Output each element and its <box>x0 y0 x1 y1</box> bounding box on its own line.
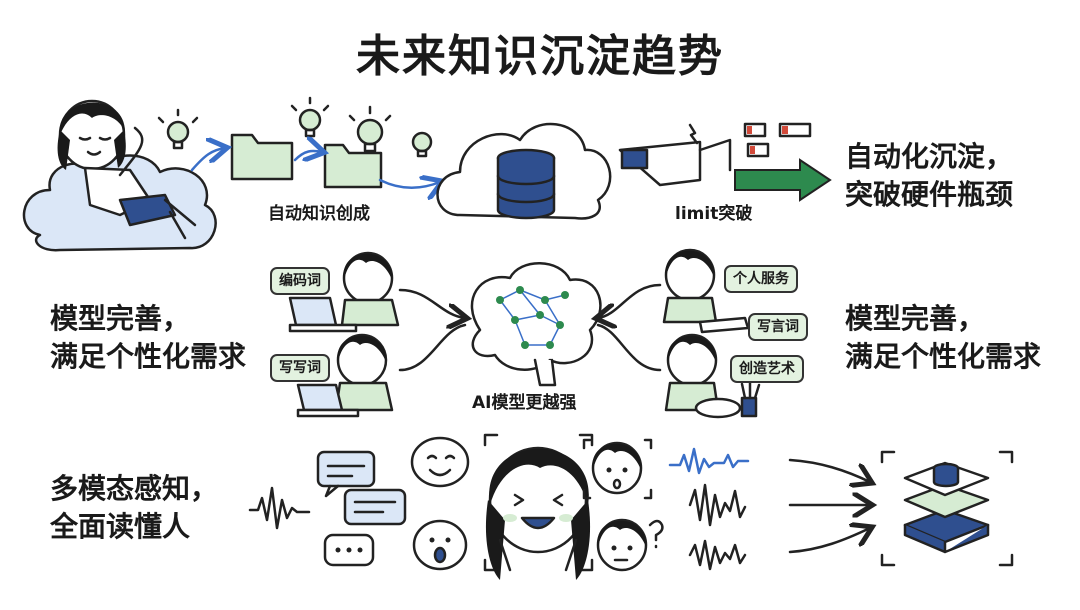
right-caption-line2: 满足个性化需求 <box>845 340 1042 373</box>
lightbulb-icon <box>348 105 392 153</box>
caption-auto-line2: 突破硬件瓶颈 <box>845 178 1014 211</box>
limit-breakthrough-label: limit突破 <box>675 204 753 224</box>
thinking-girl-icon <box>596 518 664 572</box>
ai-model-label: AI模型更越强 <box>472 393 577 413</box>
right-caption-line1: 模型完善， <box>845 302 986 335</box>
pill-coding: 编码词 <box>270 267 330 295</box>
left-caption-line2: 满足个性化需求 <box>50 340 247 373</box>
girl-art-illustration <box>664 333 761 419</box>
folder-icon <box>230 133 294 181</box>
ai-brain-icon <box>470 262 602 387</box>
pill-creative-art: 创造艺术 <box>730 355 804 383</box>
caption-auto-line1: 自动化沉淀， <box>845 140 1014 173</box>
lightbulb-icon <box>157 108 199 150</box>
lightbulb-icon <box>290 96 330 138</box>
curious-girl-icon <box>582 438 653 500</box>
pill-copywriting: 写言词 <box>748 313 808 341</box>
green-arrow-icon <box>734 158 832 202</box>
chat-bubble-icon <box>323 533 375 567</box>
folder-icon <box>323 143 383 189</box>
smart-glasses-icon <box>618 123 732 187</box>
chat-bubble-icon <box>316 450 376 498</box>
battery-icon <box>743 122 812 158</box>
page-title: 未来知识沉淀趋势 <box>356 31 724 82</box>
surprised-emoji-icon <box>412 519 468 571</box>
data-stack-icon <box>880 450 1014 567</box>
pill-writing: 写写词 <box>270 354 330 382</box>
happy-emoji-icon <box>410 436 470 488</box>
left-caption-line1: 模型完善， <box>50 302 191 335</box>
girl-writing-illustration <box>296 333 394 418</box>
auto-knowledge-label: 自动知识创成 <box>268 204 370 224</box>
multimodal-line1: 多模态感知， <box>50 472 219 505</box>
pill-personal-service: 个人服务 <box>724 265 798 293</box>
multimodal-line2: 全面读懂人 <box>50 510 191 543</box>
flow-arrow <box>293 151 322 160</box>
chat-bubble-icon <box>343 488 407 526</box>
cloud-database-icon <box>436 122 612 220</box>
flow-arrow <box>378 180 440 188</box>
laughing-girl-illustration <box>483 433 594 580</box>
lightbulb-icon <box>411 131 433 158</box>
cloud-girl-illustration <box>22 99 217 252</box>
flow-arrow <box>190 148 225 172</box>
girl-coding-illustration <box>288 251 400 333</box>
